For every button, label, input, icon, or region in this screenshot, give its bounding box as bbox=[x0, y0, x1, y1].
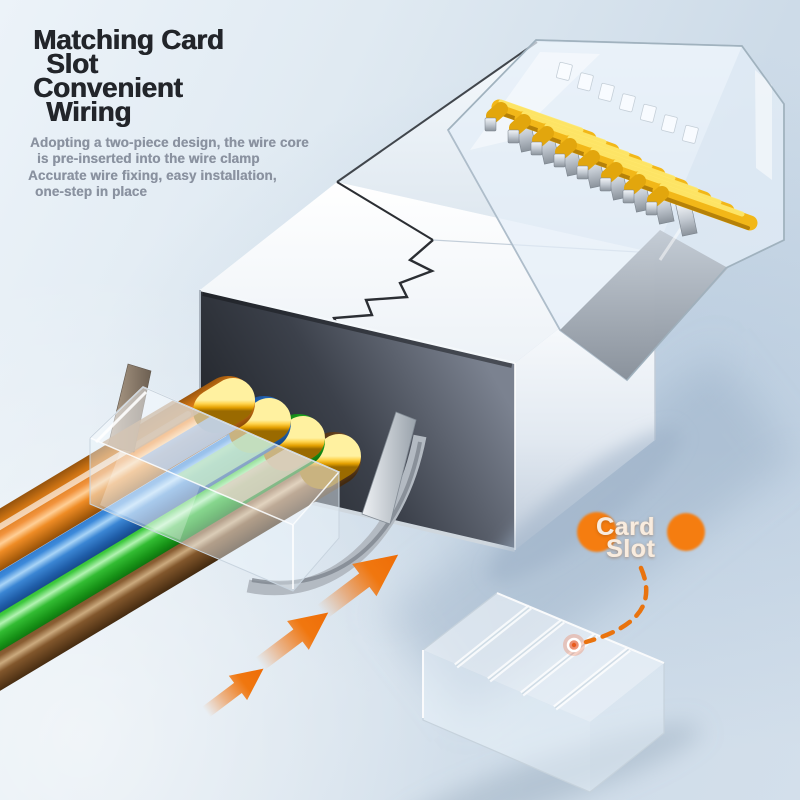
arrow-up-right-icon bbox=[316, 554, 399, 619]
gold-pins bbox=[484, 99, 758, 231]
description-para1: Adopting a two-piece design, the wire co… bbox=[30, 135, 309, 166]
card-slot-dot-left bbox=[577, 512, 617, 552]
zigzag-seam bbox=[332, 239, 435, 331]
direction-arrows bbox=[202, 554, 399, 718]
rj45-connector bbox=[446, 39, 785, 382]
metal-finger bbox=[361, 411, 417, 525]
card-slot-label: Card bbox=[596, 513, 655, 541]
wire-clamp bbox=[88, 386, 341, 592]
description-line: Adopting a two-piece design, the wire co… bbox=[30, 135, 309, 150]
pin-separator-tabs bbox=[556, 61, 699, 144]
description-line: one-step in place bbox=[35, 183, 147, 199]
arrow-up-right-icon bbox=[202, 668, 264, 718]
description-line: Accurate wire fixing, easy installation, bbox=[28, 168, 277, 183]
headline-line: Wiring bbox=[46, 96, 132, 127]
callout-pointer bbox=[563, 565, 649, 656]
headline-line: Slot bbox=[46, 48, 98, 79]
connector-metal-insert bbox=[560, 230, 728, 380]
dashed-connector-line bbox=[583, 565, 649, 645]
headline: Matching Card Slot Convenient Wiring bbox=[33, 24, 224, 127]
clamp-piece bbox=[422, 592, 665, 793]
description-line: is pre-inserted into the wire clamp bbox=[37, 150, 260, 166]
headline-line: Convenient bbox=[33, 72, 183, 103]
description-para2: Accurate wire fixing, easy installation,… bbox=[28, 168, 277, 199]
headline-line: Matching Card bbox=[33, 24, 224, 55]
card-slot-label: Slot bbox=[606, 535, 656, 563]
card-slot-dot-right bbox=[667, 513, 705, 551]
arrow-up-right-icon bbox=[255, 612, 329, 671]
